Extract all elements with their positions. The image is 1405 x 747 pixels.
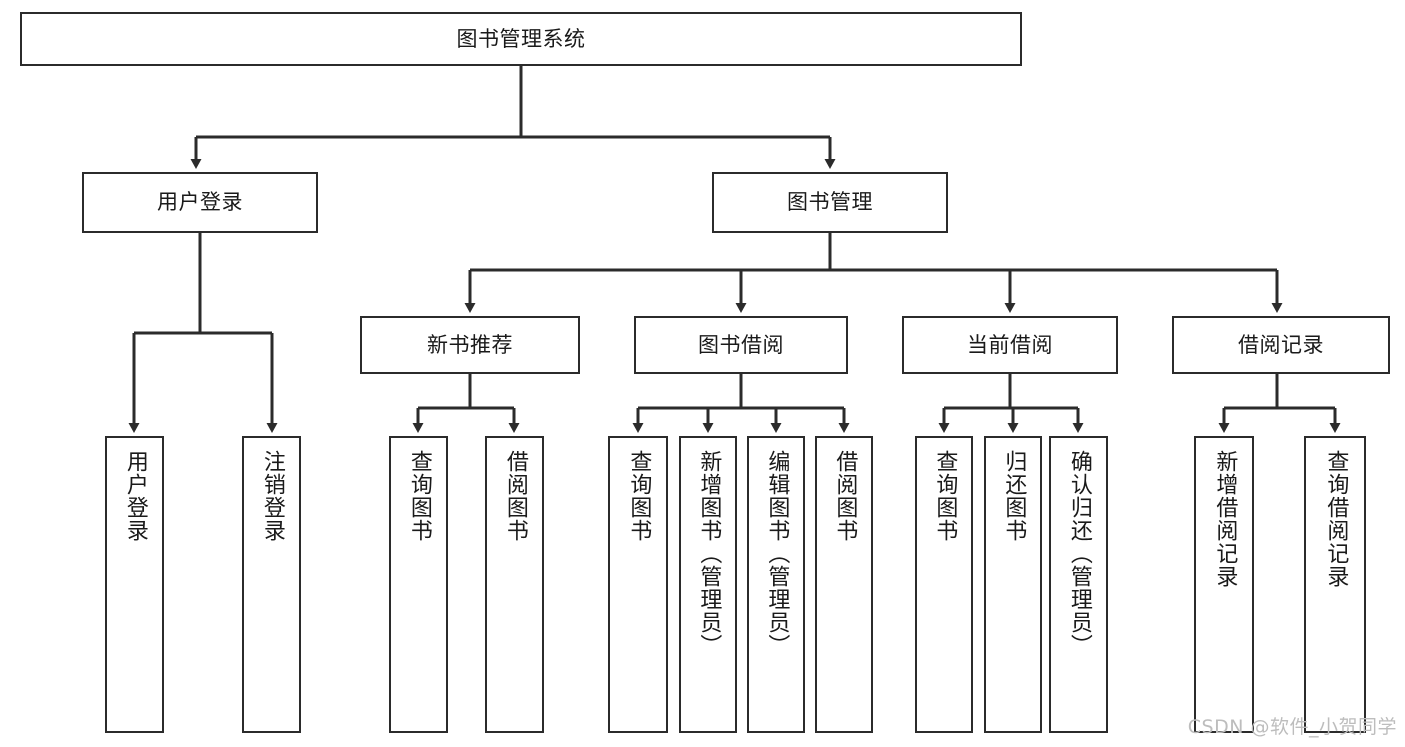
node-label: 图书管理 xyxy=(787,190,873,215)
leaf-borrow-record-add[interactable]: 新增借阅记录 xyxy=(1194,436,1254,733)
leaf-user-login-signout[interactable]: 注销登录 xyxy=(242,436,301,733)
node-label: 查询图书 xyxy=(406,450,432,542)
leaf-current-borrow-return[interactable]: 归还图书 xyxy=(984,436,1042,733)
node-book-management[interactable]: 图书管理 xyxy=(712,172,948,233)
watermark-text: CSDN @软件_小贺同学 xyxy=(1187,716,1397,738)
node-label: 用户登录 xyxy=(122,450,148,542)
node-label: 图书借阅 xyxy=(698,332,784,357)
leaf-borrow-record-query[interactable]: 查询借阅记录 xyxy=(1304,436,1366,733)
leaf-book-borrow-add[interactable]: 新增图书（管理员） xyxy=(679,436,737,733)
node-label: 借阅图书 xyxy=(502,450,528,542)
leaf-book-borrow-borrow[interactable]: 借阅图书 xyxy=(815,436,873,733)
node-label: 归还图书 xyxy=(1001,450,1027,542)
node-label: 新增借阅记录 xyxy=(1212,450,1238,588)
leaf-new-book-query[interactable]: 查询图书 xyxy=(389,436,448,733)
node-label: 借阅图书 xyxy=(832,450,858,542)
leaf-new-book-borrow[interactable]: 借阅图书 xyxy=(485,436,544,733)
node-current-borrow[interactable]: 当前借阅 xyxy=(902,316,1118,374)
leaf-current-borrow-confirm-return[interactable]: 确认归还（管理员） xyxy=(1049,436,1108,733)
node-borrow-record[interactable]: 借阅记录 xyxy=(1172,316,1390,374)
node-label: 查询图书 xyxy=(626,450,652,542)
leaf-user-login-signin[interactable]: 用户登录 xyxy=(105,436,164,733)
node-label: 借阅记录 xyxy=(1238,332,1324,357)
node-label: 查询图书 xyxy=(932,450,958,542)
node-root-system[interactable]: 图书管理系统 xyxy=(20,12,1022,66)
node-label: 新增图书（管理员） xyxy=(696,450,722,657)
node-new-book-recommend[interactable]: 新书推荐 xyxy=(360,316,580,374)
node-label: 注销登录 xyxy=(259,450,285,542)
leaf-book-borrow-query[interactable]: 查询图书 xyxy=(608,436,668,733)
node-label: 当前借阅 xyxy=(967,332,1053,357)
node-book-borrow[interactable]: 图书借阅 xyxy=(634,316,848,374)
leaf-book-borrow-edit[interactable]: 编辑图书（管理员） xyxy=(747,436,805,733)
node-user-login[interactable]: 用户登录 xyxy=(82,172,318,233)
node-label: 用户登录 xyxy=(157,190,243,215)
leaf-current-borrow-query[interactable]: 查询图书 xyxy=(915,436,973,733)
node-label: 图书管理系统 xyxy=(456,26,586,51)
node-label: 确认归还（管理员） xyxy=(1066,450,1092,657)
node-label: 新书推荐 xyxy=(427,332,513,357)
node-label: 查询借阅记录 xyxy=(1323,450,1349,588)
node-label: 编辑图书（管理员） xyxy=(764,450,790,657)
